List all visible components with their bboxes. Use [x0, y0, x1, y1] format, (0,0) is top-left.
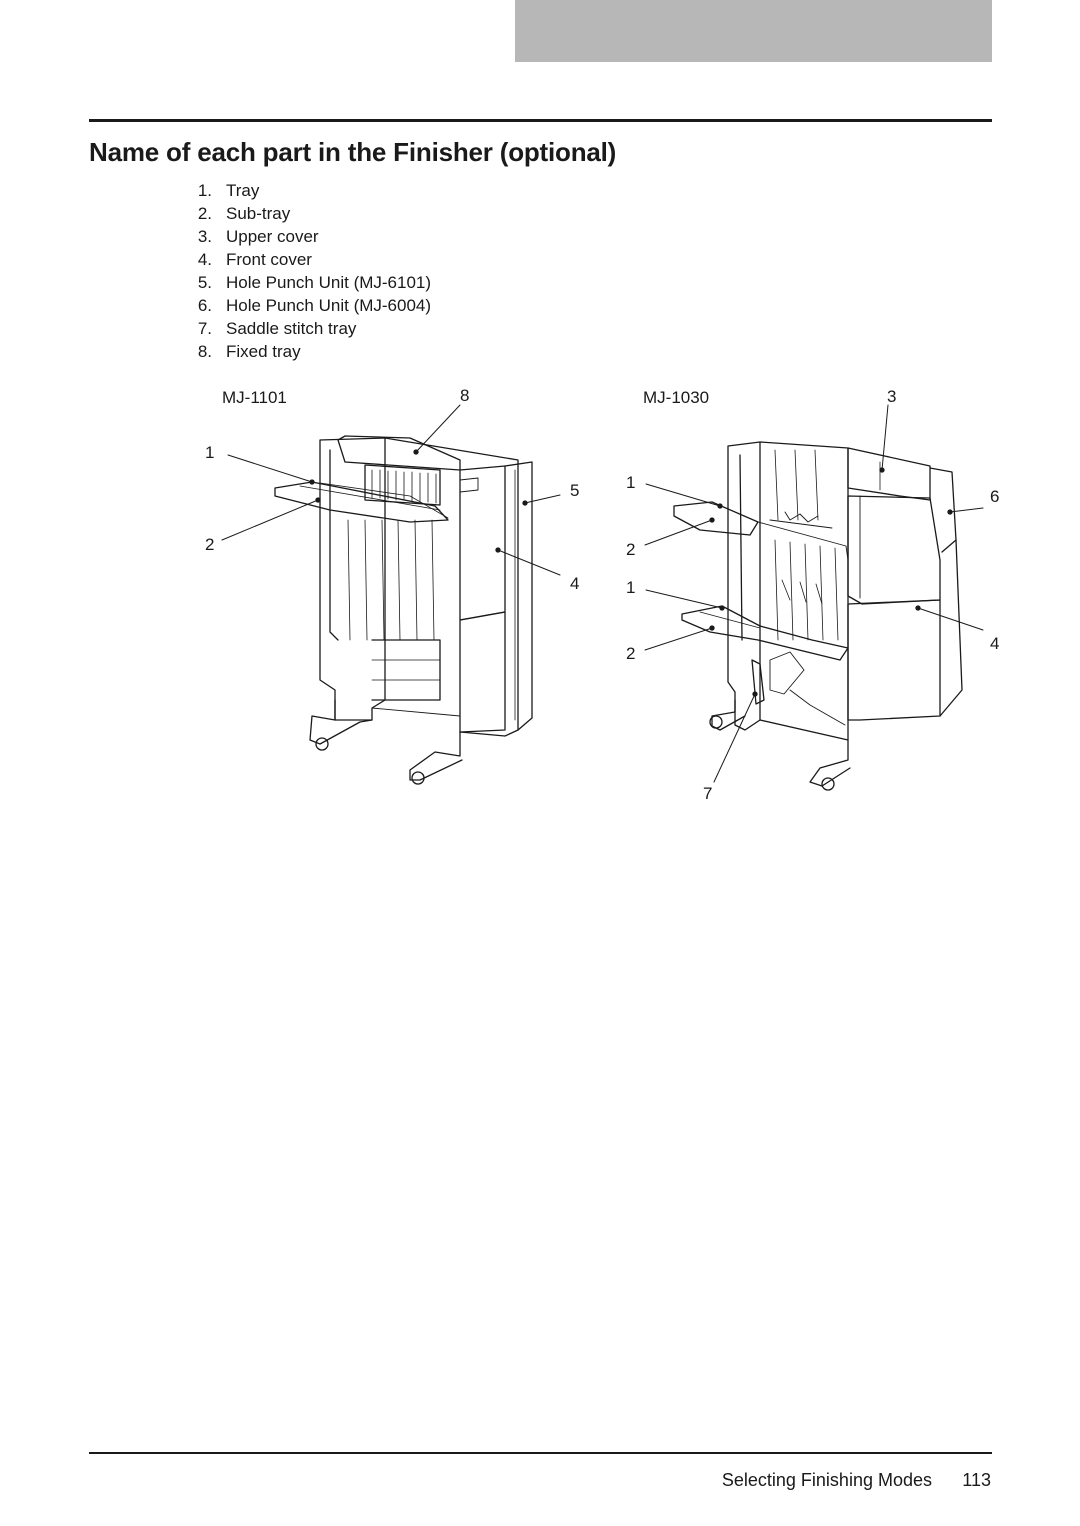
list-item: 6.Hole Punch Unit (MJ-6004)	[197, 296, 432, 315]
finisher-figure: MJ-1101 MJ-1030 8 1 5 2 4 3 1 6 2 1 2 4 …	[0, 370, 1080, 820]
finisher-illustration	[221, 404, 984, 791]
bottom-rule	[89, 1452, 992, 1454]
callout-8: 8	[460, 386, 470, 405]
callout-5: 5	[570, 481, 580, 500]
callout-1: 1	[626, 578, 636, 597]
list-item: 2.Sub-tray	[197, 204, 291, 223]
callout-2: 2	[626, 540, 636, 559]
callout-4: 4	[570, 574, 580, 593]
parts-list: 1.Tray 2.Sub-tray 3.Upper cover 4.Front …	[190, 179, 431, 363]
callout-6: 6	[990, 487, 1000, 506]
callout-2: 2	[626, 644, 636, 663]
list-item: 4.Front cover	[197, 250, 312, 269]
page-title: Name of each part in the Finisher (optio…	[89, 137, 617, 167]
page-number: 113	[962, 1470, 991, 1490]
footer-section-title: Selecting Finishing Modes	[721, 1470, 932, 1490]
list-item: 7.Saddle stitch tray	[197, 319, 357, 338]
list-item: 8.Fixed tray	[197, 342, 301, 361]
model-label-mj1030: MJ-1030	[643, 388, 710, 407]
mj1030-drawing	[644, 404, 984, 791]
header-tab	[515, 0, 992, 62]
callout-1: 1	[205, 443, 215, 462]
top-rule	[89, 119, 992, 122]
callout-2: 2	[205, 535, 215, 554]
list-item: 1.Tray	[197, 181, 260, 200]
callout-4: 4	[990, 634, 1000, 653]
callout-3: 3	[887, 387, 897, 406]
list-item: 5.Hole Punch Unit (MJ-6101)	[197, 273, 432, 292]
callout-1: 1	[626, 473, 636, 492]
callout-7: 7	[703, 784, 713, 803]
list-item: 3.Upper cover	[197, 227, 319, 246]
mj1101-drawing	[221, 404, 561, 785]
model-label-mj1101: MJ-1101	[222, 388, 287, 407]
